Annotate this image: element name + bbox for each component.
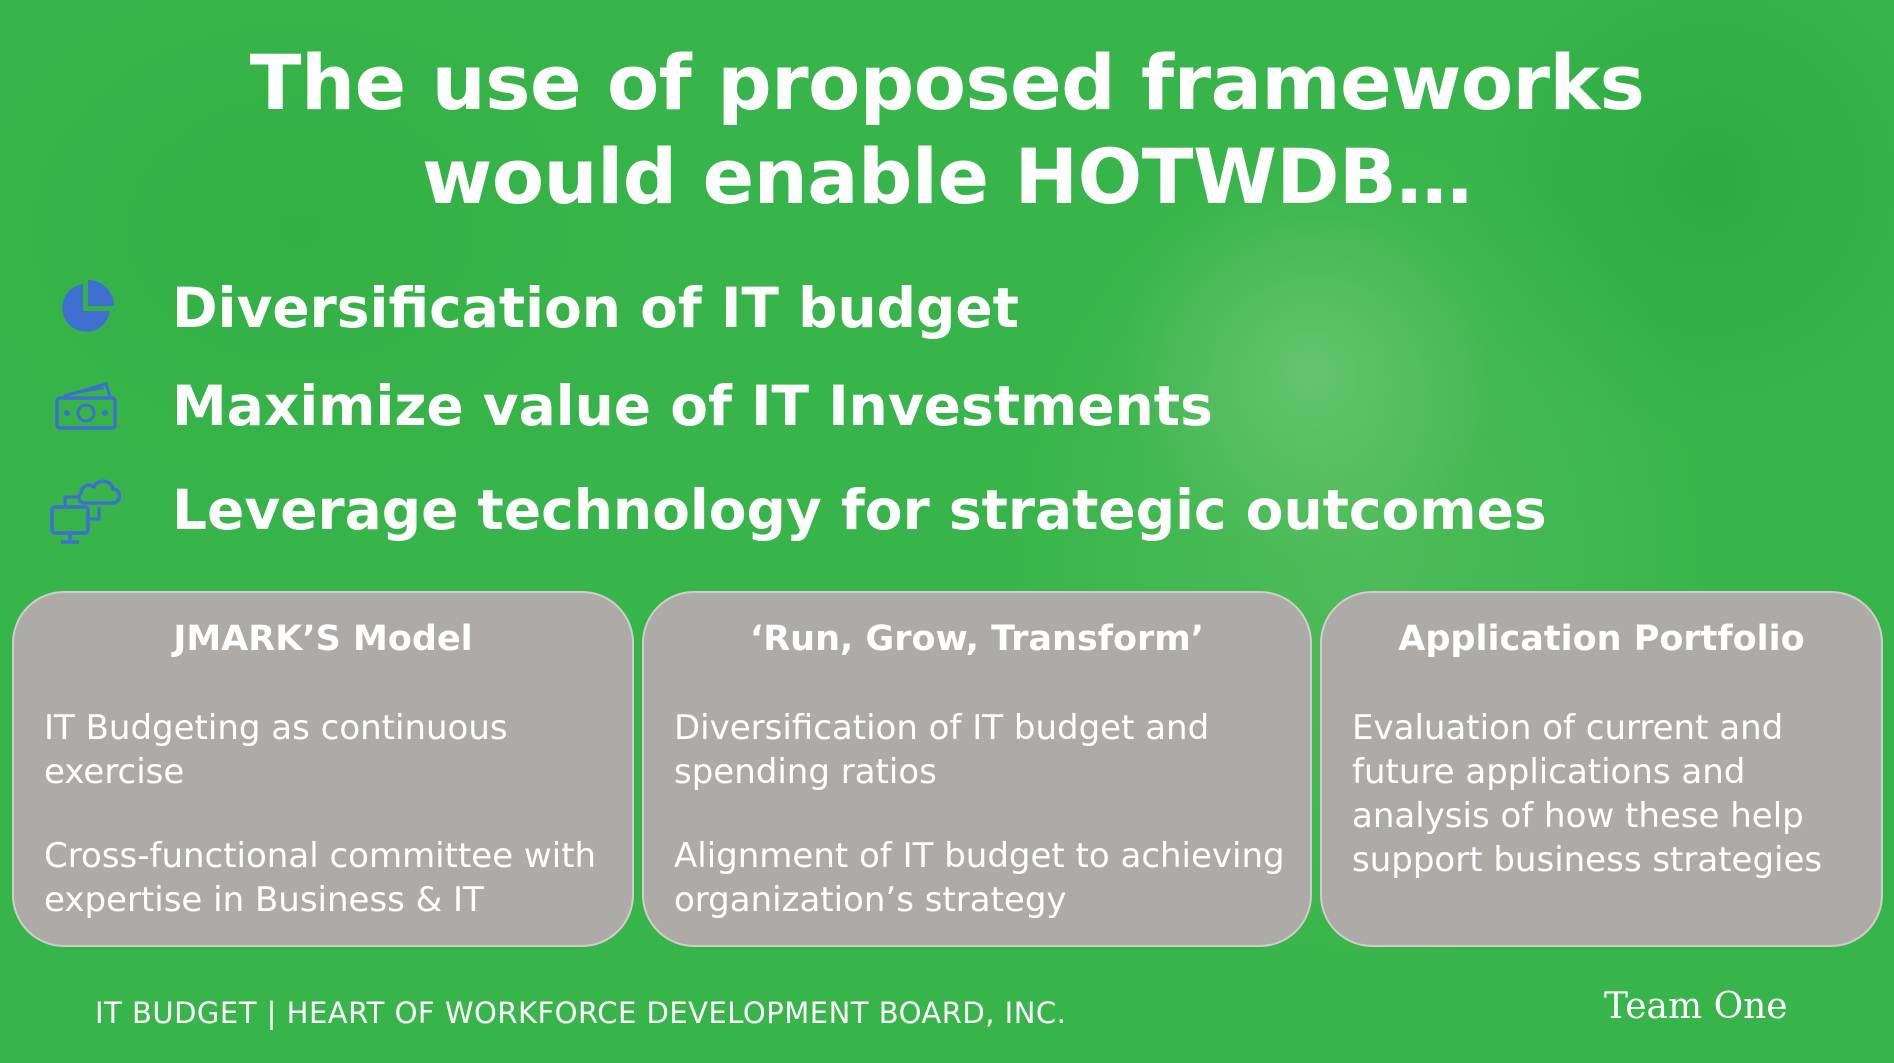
bullet-label: Maximize value of IT Investments	[172, 374, 1213, 438]
pie-chart-icon	[46, 268, 126, 348]
bullet-label: Leverage technology for strategic outcom…	[172, 478, 1547, 542]
card-text: IT Budgeting as continuous exercise	[44, 708, 508, 792]
money-icon	[46, 366, 126, 446]
footer-organization: IT BUDGET | HEART OF WORKFORCE DEVELOPME…	[95, 996, 1067, 1030]
card-title: ‘Run, Grow, Transform’	[749, 619, 1205, 659]
card-application-portfolio: Application Portfolio Evaluation of curr…	[1320, 591, 1883, 947]
slide-title: The use of proposed frameworks would ena…	[0, 36, 1894, 224]
bullet-diversification: Diversification of IT budget	[46, 268, 1019, 348]
slide-title-line-1: The use of proposed frameworks	[249, 38, 1645, 127]
card-jmark-model: JMARK’S Model IT Budgeting as continuous…	[12, 591, 634, 947]
card-text: Diversification of IT budget and spendin…	[674, 708, 1210, 792]
bullet-maximize-value: Maximize value of IT Investments	[46, 366, 1213, 446]
card-text: Alignment of IT budget to achieving orga…	[674, 836, 1285, 920]
bullet-label: Diversification of IT budget	[172, 276, 1019, 340]
card-run-grow-transform: ‘Run, Grow, Transform’ Diversification o…	[642, 591, 1312, 947]
card-text: Cross-functional committee with expertis…	[44, 836, 597, 920]
card-text: Evaluation of current and future applica…	[1352, 708, 1823, 880]
bullet-leverage-technology: Leverage technology for strategic outcom…	[46, 470, 1547, 550]
card-title: JMARK’S Model	[173, 619, 473, 659]
card-title: Application Portfolio	[1398, 619, 1805, 659]
footer-team: Team One	[1604, 986, 1788, 1027]
slide-title-line-2: would enable HOTWDB…	[422, 132, 1472, 221]
cloud-computer-icon	[46, 470, 126, 550]
